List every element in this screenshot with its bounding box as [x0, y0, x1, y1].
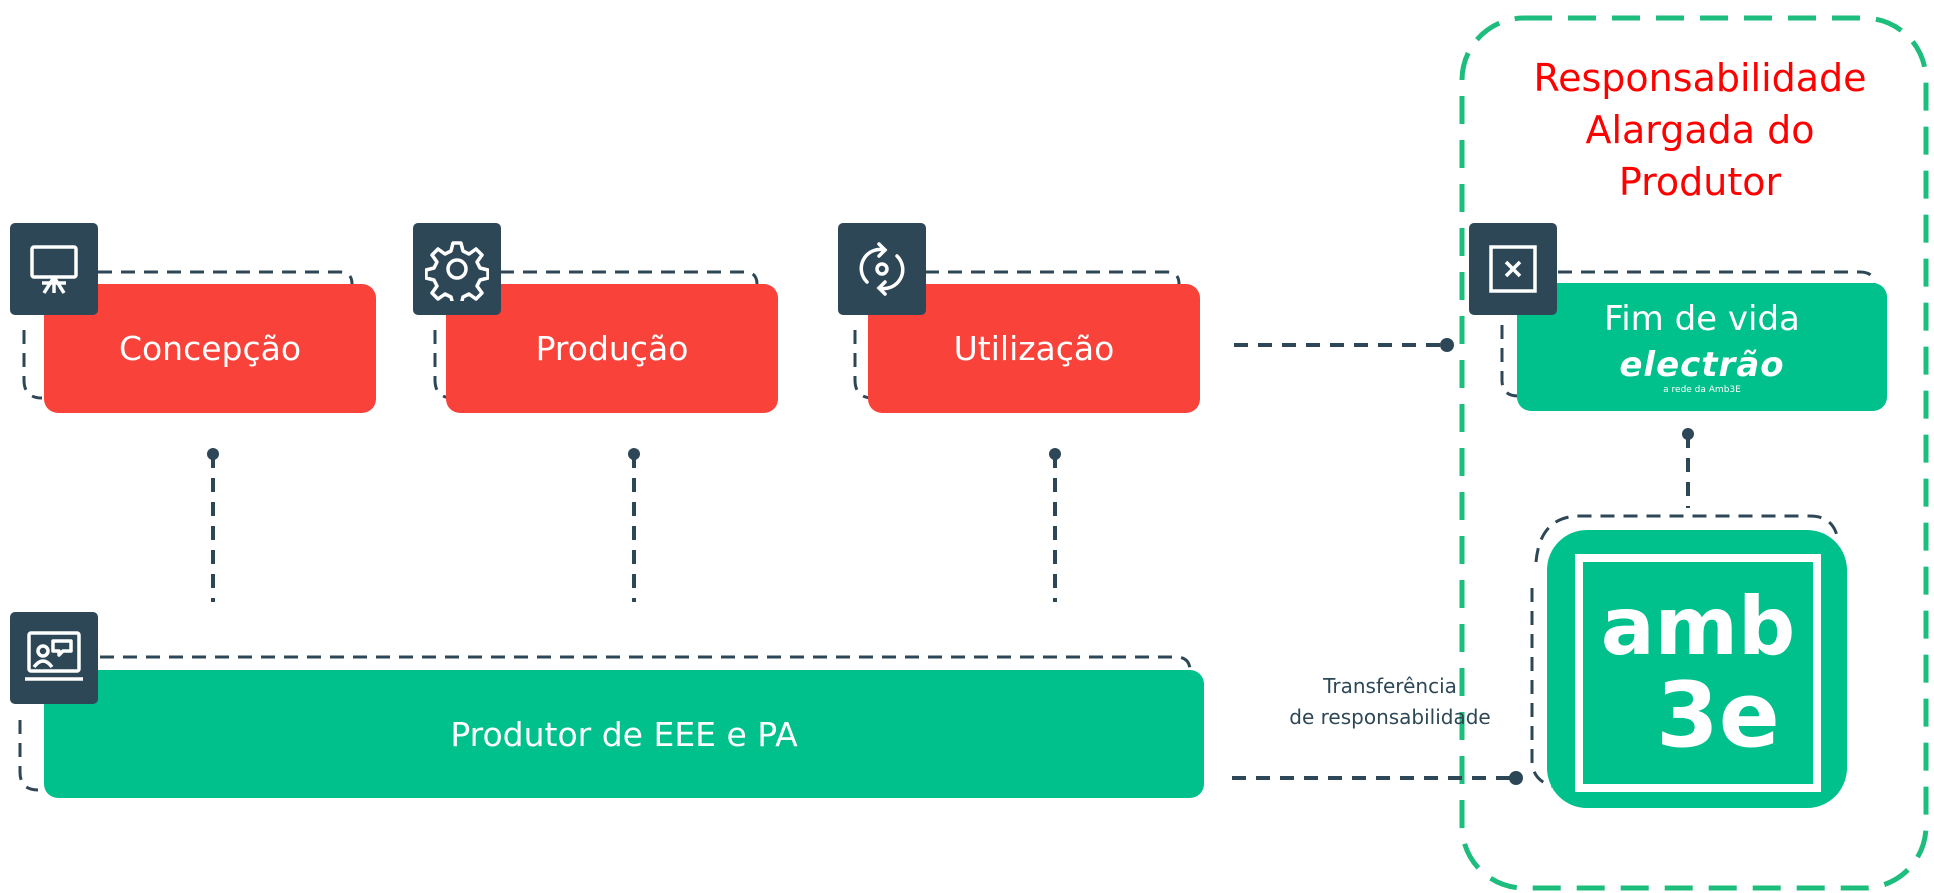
gear-icon [413, 223, 501, 315]
transfer-line2: de responsabilidade [1289, 705, 1491, 729]
erp-title-line2: Alargada do [1585, 108, 1815, 152]
stage-producao-label: Produção [535, 329, 689, 368]
erp-title-line3: Produtor [1618, 160, 1782, 204]
transfer-label: Transferência de responsabilidade [1270, 671, 1510, 733]
end-of-life-box: Fim de vida electrão a rede da Amb3E [1517, 283, 1887, 411]
erp-region [1459, 15, 1929, 891]
producer-label: Produtor de EEE e PA [450, 714, 798, 754]
electrao-tagline: a rede da Amb3E [1663, 385, 1741, 395]
video-chat-icon [10, 612, 98, 704]
amb3e-logo-frame: amb 3e [1575, 554, 1821, 792]
cycle-icon [838, 223, 926, 315]
stage-producao: Produção [446, 284, 778, 413]
end-of-life-label: Fim de vida [1604, 299, 1800, 339]
transfer-line1: Transferência [1323, 674, 1457, 698]
electrao-logo: electrão [1619, 345, 1785, 385]
erp-title: Responsabilidade Alargada do Produtor [1500, 52, 1900, 208]
stage-concepcao: Concepção [44, 284, 376, 413]
stage-utilizacao-label: Utilização [953, 329, 1115, 368]
stage-concepcao-label: Concepção [118, 329, 302, 368]
presentation-board-icon [10, 223, 98, 315]
amb3e-logo-top: amb [1600, 580, 1796, 673]
amb3e-logo: amb 3e [1547, 530, 1847, 808]
amb3e-logo-bottom: 3e [1656, 663, 1780, 768]
close-box-icon [1469, 223, 1557, 315]
producer-box: Produtor de EEE e PA [44, 670, 1204, 798]
erp-title-line1: Responsabilidade [1533, 56, 1867, 100]
